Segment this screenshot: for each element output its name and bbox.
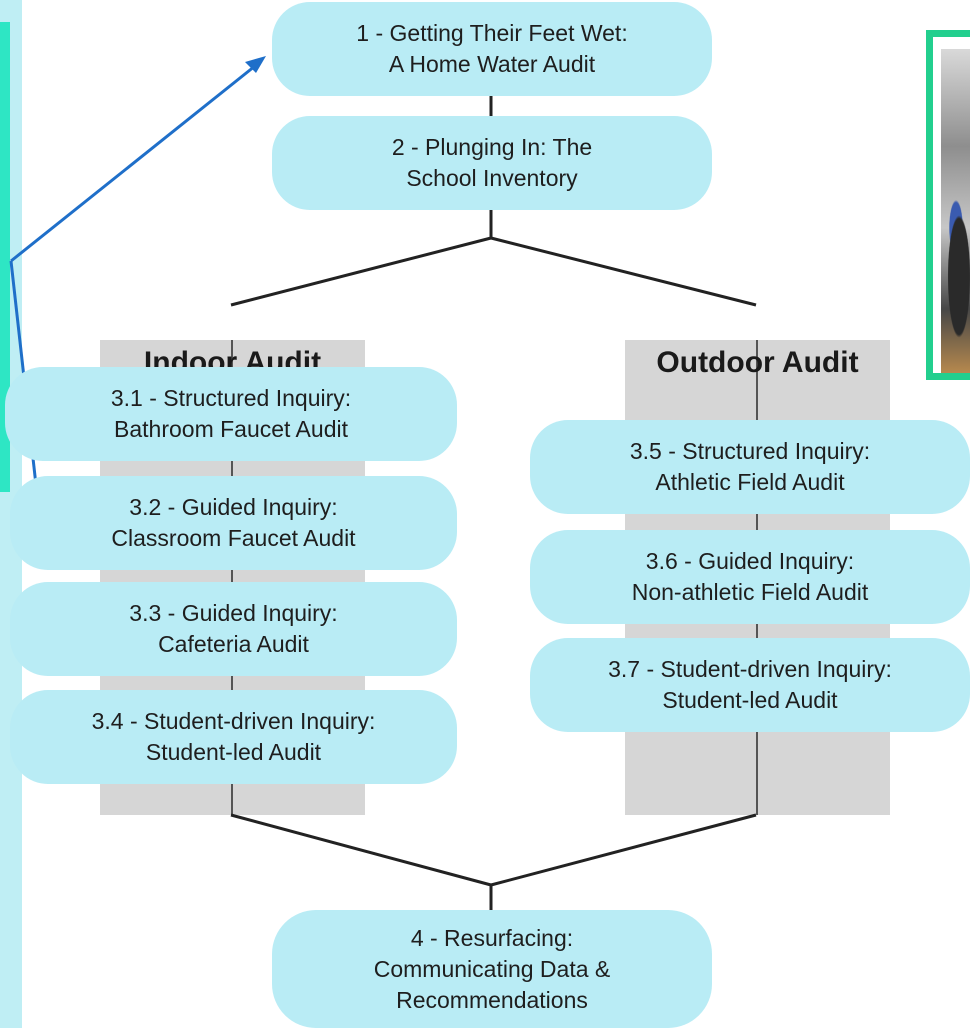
left-accent-bar bbox=[0, 22, 10, 492]
node-3-6-line1: 3.6 - Guided Inquiry: bbox=[645, 548, 855, 574]
node-1-line2: A Home Water Audit bbox=[388, 51, 596, 77]
node-3-5-athletic-field-audit: 3.5 - Structured Inquiry: Athletic Field… bbox=[530, 420, 970, 514]
node-3-2-line2: Classroom Faucet Audit bbox=[111, 525, 356, 551]
node-1-line1: 1 - Getting Their Feet Wet: bbox=[356, 20, 628, 46]
outdoor-audit-title: Outdoor Audit bbox=[656, 346, 859, 379]
node-3-2-line1: 3.2 - Guided Inquiry: bbox=[129, 494, 338, 520]
node-2-line2: School Inventory bbox=[406, 165, 578, 191]
arrow-to-node1 bbox=[10, 60, 261, 263]
photo-frame bbox=[926, 30, 970, 380]
arrow-head-up bbox=[245, 56, 266, 73]
node-3-1-bathroom-faucet-audit: 3.1 - Structured Inquiry: Bathroom Fauce… bbox=[5, 367, 457, 461]
node-1-home-water-audit: 1 - Getting Their Feet Wet: A Home Water… bbox=[272, 2, 712, 96]
node-4-line3: Recommendations bbox=[396, 986, 588, 1013]
node-4-resurfacing: 4 - Resurfacing: Communicating Data & Re… bbox=[272, 910, 712, 1028]
node-3-4-line2: Student-led Audit bbox=[145, 739, 322, 765]
node-3-4-student-led-audit: 3.4 - Student-driven Inquiry: Student-le… bbox=[10, 690, 457, 784]
node-3-4-line1: 3.4 - Student-driven Inquiry: bbox=[91, 708, 376, 734]
node-3-3-cafeteria-audit: 3.3 - Guided Inquiry: Cafeteria Audit bbox=[10, 582, 457, 676]
node-2-school-inventory: 2 - Plunging In: The School Inventory bbox=[272, 116, 712, 210]
node-3-7-line2: Student-led Audit bbox=[662, 687, 838, 713]
node-2-line1: 2 - Plunging In: The bbox=[391, 134, 593, 160]
indoor-column-line bbox=[231, 340, 233, 815]
classroom-photo bbox=[941, 49, 970, 373]
node-3-3-line1: 3.3 - Guided Inquiry: bbox=[129, 600, 338, 626]
node-4-line1: 4 - Resurfacing: bbox=[410, 924, 574, 951]
node-3-1-line2: Bathroom Faucet Audit bbox=[114, 416, 348, 442]
node-3-6-line2: Non-athletic Field Audit bbox=[631, 579, 869, 605]
node-3-5-line1: 3.5 - Structured Inquiry: bbox=[629, 438, 871, 464]
node-3-7-student-led-audit: 3.7 - Student-driven Inquiry: Student-le… bbox=[530, 638, 970, 732]
node-3-7-line1: 3.7 - Student-driven Inquiry: bbox=[608, 656, 892, 682]
node-3-1-line1: 3.1 - Structured Inquiry: bbox=[110, 385, 352, 411]
node-3-6-non-athletic-field-audit: 3.6 - Guided Inquiry: Non-athletic Field… bbox=[530, 530, 970, 624]
node-4-line2: Communicating Data & bbox=[373, 955, 611, 982]
node-3-2-classroom-faucet-audit: 3.2 - Guided Inquiry: Classroom Faucet A… bbox=[10, 476, 457, 570]
node-3-3-line2: Cafeteria Audit bbox=[158, 631, 309, 657]
node-3-5-line2: Athletic Field Audit bbox=[655, 469, 845, 495]
